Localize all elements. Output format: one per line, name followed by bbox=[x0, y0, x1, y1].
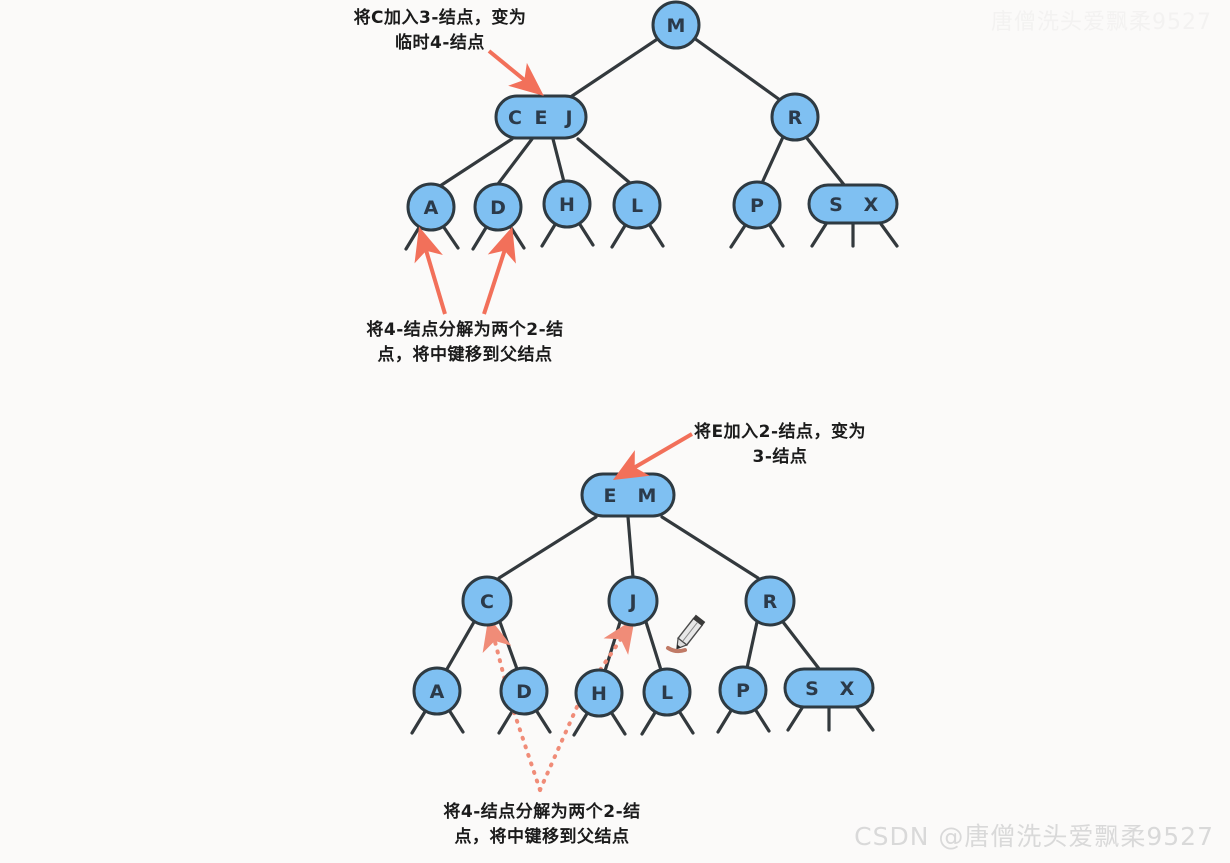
node-label: P bbox=[750, 195, 764, 217]
node-H-top[interactable]: H bbox=[542, 179, 592, 229]
node-P-top[interactable]: P bbox=[732, 180, 782, 230]
node-label: A bbox=[424, 197, 439, 219]
arrow-insert-e bbox=[612, 432, 694, 481]
node-L-top[interactable]: L bbox=[612, 180, 662, 230]
node-C-bottom[interactable]: C bbox=[461, 575, 513, 627]
node-CEJ[interactable]: C E J bbox=[494, 94, 588, 140]
node-A-bottom[interactable]: A bbox=[412, 666, 462, 716]
watermark-top: 唐僧洗头爱飘柔9527 bbox=[991, 10, 1212, 35]
annotation-insert-e: 将E加入2-结点，变为 3-结点 bbox=[694, 422, 866, 467]
tree-bottom-nodes: E M C J R A D bbox=[412, 472, 875, 718]
node-label: M bbox=[638, 485, 657, 507]
dotted-arrow-left bbox=[482, 616, 542, 792]
node-SX-top[interactable]: S X bbox=[807, 183, 899, 225]
tree-top-arrows bbox=[414, 49, 544, 315]
node-label: D bbox=[490, 197, 506, 219]
tree-top-nodes: M C E J R A D H bbox=[406, 0, 899, 232]
node-label: P bbox=[736, 680, 750, 702]
arrow-insert-c bbox=[487, 49, 544, 96]
arrow-split-left bbox=[414, 226, 447, 315]
node-R-bottom[interactable]: R bbox=[744, 575, 796, 627]
node-label: R bbox=[788, 107, 803, 129]
node-label: X bbox=[864, 194, 879, 216]
node-label: S bbox=[829, 194, 843, 216]
arrow-split-right bbox=[482, 226, 516, 315]
node-label: C bbox=[480, 591, 494, 613]
node-label: E bbox=[535, 107, 548, 129]
node-label: L bbox=[661, 682, 673, 704]
node-label: M bbox=[667, 15, 686, 37]
node-label: L bbox=[631, 195, 643, 217]
annotation-split-caption-1: 将4-结点分解为两个2-结 点，将中键移到父结点 bbox=[366, 320, 564, 365]
tree-bottom-edges bbox=[410, 515, 875, 737]
node-label: H bbox=[559, 194, 575, 216]
node-M[interactable]: M bbox=[651, 0, 701, 50]
node-A-top[interactable]: A bbox=[406, 182, 456, 232]
node-SX-bottom[interactable]: S X bbox=[783, 667, 875, 709]
node-label: R bbox=[763, 591, 778, 613]
node-H-bottom[interactable]: H bbox=[574, 668, 624, 718]
node-R-top[interactable]: R bbox=[770, 92, 820, 142]
tree-bottom-arrows bbox=[612, 432, 694, 481]
annotation-insert-c: 将C加入3-结点，变为 临时4-结点 bbox=[353, 8, 527, 53]
node-EM[interactable]: E M bbox=[580, 472, 676, 518]
node-label: S bbox=[805, 678, 819, 700]
node-label: E bbox=[604, 485, 617, 507]
watermark-bottom: CSDN @唐僧洗头爱飘柔9527 bbox=[854, 822, 1214, 851]
node-D-top[interactable]: D bbox=[473, 182, 523, 232]
node-L-bottom[interactable]: L bbox=[642, 667, 692, 717]
node-label: H bbox=[591, 683, 607, 705]
node-label: D bbox=[516, 681, 532, 703]
pencil-stroke-mark bbox=[666, 646, 687, 654]
node-P-bottom[interactable]: P bbox=[718, 665, 768, 715]
node-label: X bbox=[840, 678, 855, 700]
node-label: A bbox=[430, 681, 445, 703]
node-D-bottom[interactable]: D bbox=[499, 666, 549, 716]
node-label: J bbox=[563, 107, 572, 129]
node-label: C bbox=[508, 107, 522, 129]
node-J-bottom[interactable]: J bbox=[607, 575, 659, 627]
node-label: J bbox=[627, 591, 636, 613]
pencil-cursor-icon bbox=[676, 614, 706, 650]
annotation-split-caption-2: 将4-结点分解为两个2-结 点，将中键移到父结点 bbox=[443, 802, 641, 847]
